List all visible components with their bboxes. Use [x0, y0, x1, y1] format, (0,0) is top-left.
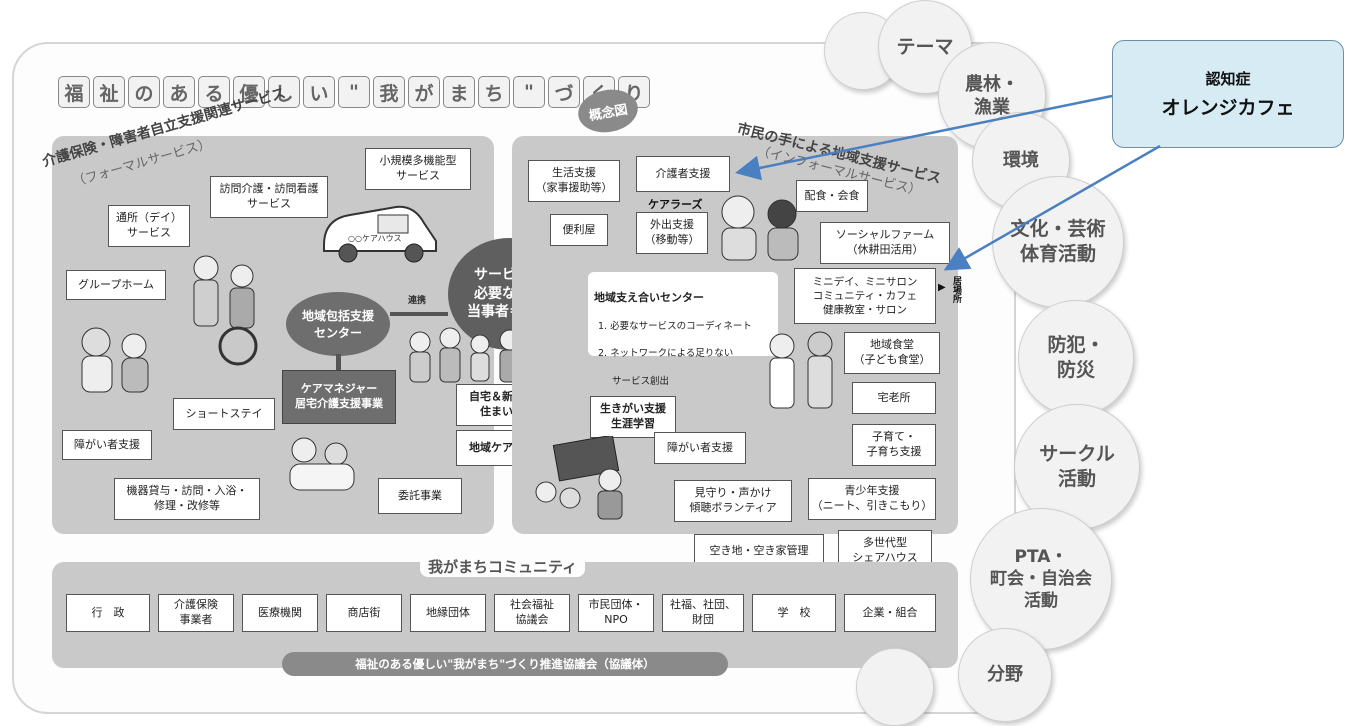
- mutual-support-center-item1: 1. 必要なサービスのコーディネート: [598, 320, 752, 332]
- women-talking-illustration: [769, 331, 833, 409]
- title-char: あ: [163, 76, 195, 108]
- ikigai-support-box: 生きがい支援 生涯学習: [590, 396, 676, 438]
- elder-and-carer-illustration: [721, 195, 799, 261]
- promotion-council-bar: 福祉のある優しい"我がまち"づくり推進協議会（協議体）: [282, 652, 728, 676]
- elderly-caregiver-illustration: [193, 255, 258, 366]
- community-item-npo: 市民団体・ NPO: [578, 594, 654, 632]
- community-item-welfare-council: 社会福祉 協議会: [494, 594, 570, 632]
- community-item-foundations: 社福、社団、 財団: [662, 594, 744, 632]
- title-char: の: [128, 76, 160, 108]
- renkei-connector: [390, 312, 448, 316]
- mini-day-salon-box: ミニデイ、ミニサロン コミュニティ・カフェ 健康教室・サロン: [794, 268, 936, 324]
- renkei-label: 連携: [408, 296, 427, 306]
- community-item-care-providers: 介護保険 事業者: [158, 594, 234, 632]
- title-char: る: [198, 76, 230, 108]
- title-char: 祉: [93, 76, 125, 108]
- orange-cafe-callout: 認知症 オレンジカフェ: [1112, 40, 1344, 148]
- day-service-box: 通所（デイ） サービス: [108, 205, 190, 247]
- watch-over-volunteer-box: 見守り・声かけ 傾聴ボランティア: [674, 480, 792, 522]
- title-char: し: [268, 76, 300, 108]
- community-item-shopping-street: 商店街: [326, 594, 402, 632]
- community-item-neighborhood: 地縁団体: [410, 594, 486, 632]
- community-item-medical: 医療機関: [242, 594, 318, 632]
- carer-support-box: 介護者支援: [636, 156, 730, 192]
- life-support-box: 生活支援 （家事援助等）: [528, 160, 620, 202]
- title-char: ": [513, 76, 545, 108]
- home-visit-box: 訪問介護・訪問看護 サービス: [210, 176, 328, 218]
- mutual-support-center-item2: 2. ネットワークによる足りない: [598, 348, 734, 360]
- theme-circle-safety: 防犯・ 防災: [1018, 300, 1134, 416]
- title-char: ま: [443, 76, 475, 108]
- title-char: 福: [58, 76, 90, 108]
- community-diner-box: 地域食堂 （子ども食堂）: [844, 332, 940, 374]
- community-heading: 我がまちコミュニティ: [420, 556, 586, 577]
- title-char: ち: [478, 76, 510, 108]
- title-char: が: [408, 76, 440, 108]
- meal-service-box: 配食・会食: [796, 180, 868, 212]
- car-label: ○○ケアハウス: [348, 234, 402, 243]
- family-illustration: [81, 327, 149, 393]
- disabled-support-box-right: 障がい者支援: [654, 432, 746, 464]
- equipment-rental-box: 機器貸与・訪問・入浴・ 修理・改修等: [114, 478, 260, 520]
- outing-support-box: 外出支援 （移動等）: [636, 212, 708, 254]
- care-manager-connector: [336, 354, 341, 370]
- mutual-support-center-title: 地域支え合いセンター: [594, 290, 704, 304]
- mutual-support-center-item3: サービス創出: [612, 375, 670, 387]
- community-support-center-oval: 地域包括支援 センター: [286, 292, 390, 356]
- theme-circle-culture: 文化・芸術 体育活動: [992, 176, 1124, 308]
- ibasho-label: ▶: [938, 282, 946, 293]
- takurosho-box: 宅老所: [852, 382, 936, 414]
- carers-plus-label: ケアラーズ: [648, 198, 703, 211]
- disabled-support-box-left: 障がい者支援: [62, 430, 152, 460]
- theme-circle-pta: PTA・ 町会・自治会 活動: [970, 508, 1112, 650]
- theme-bg-circle: [856, 648, 934, 726]
- community-item-companies: 企業・組合: [844, 594, 936, 632]
- title-char: 我: [373, 76, 405, 108]
- youth-support-box: 青少年支援 （ニート、引きこもり）: [808, 478, 936, 520]
- title-char: づ: [548, 76, 580, 108]
- community-item-school: 学 校: [752, 594, 836, 632]
- callout-line2: オレンジカフェ: [1161, 97, 1295, 119]
- bath-care-illustration: [289, 437, 355, 491]
- ibasho-text: 居場所: [951, 276, 961, 303]
- handyman-box: 便利屋: [550, 214, 608, 246]
- group-home-box: グループホーム: [66, 270, 166, 300]
- care-manager-box: ケアマネジャー 居宅介護支援事業: [282, 370, 396, 424]
- care-car-illustration: ○○ケアハウス: [323, 205, 437, 263]
- title-char: い: [303, 76, 335, 108]
- lecture-illustration: [535, 436, 623, 520]
- small-multifunction-box: 小規模多機能型 サービス: [365, 148, 471, 190]
- callout-line1: 認知症: [1205, 70, 1251, 88]
- theme-circle-field: 分野: [958, 628, 1052, 722]
- childcare-support-box: 子育て・ 子育ち支援: [852, 424, 936, 466]
- short-stay-box: ショートステイ: [173, 398, 275, 430]
- social-farm-box: ソーシャルファーム （休耕田活用）: [820, 222, 950, 264]
- title-char: 優: [233, 76, 265, 108]
- arrow-to-carer-support: [735, 94, 1113, 181]
- consignment-box: 委託事業: [378, 478, 462, 514]
- community-item-gyosei: 行 政: [66, 594, 150, 632]
- title-char: ": [338, 76, 370, 108]
- mutual-support-center-box: 地域支え合いセンター 1. 必要なサービスのコーディネート 2. ネットワークに…: [588, 272, 778, 387]
- arrow-to-mini-salon: [943, 144, 1161, 271]
